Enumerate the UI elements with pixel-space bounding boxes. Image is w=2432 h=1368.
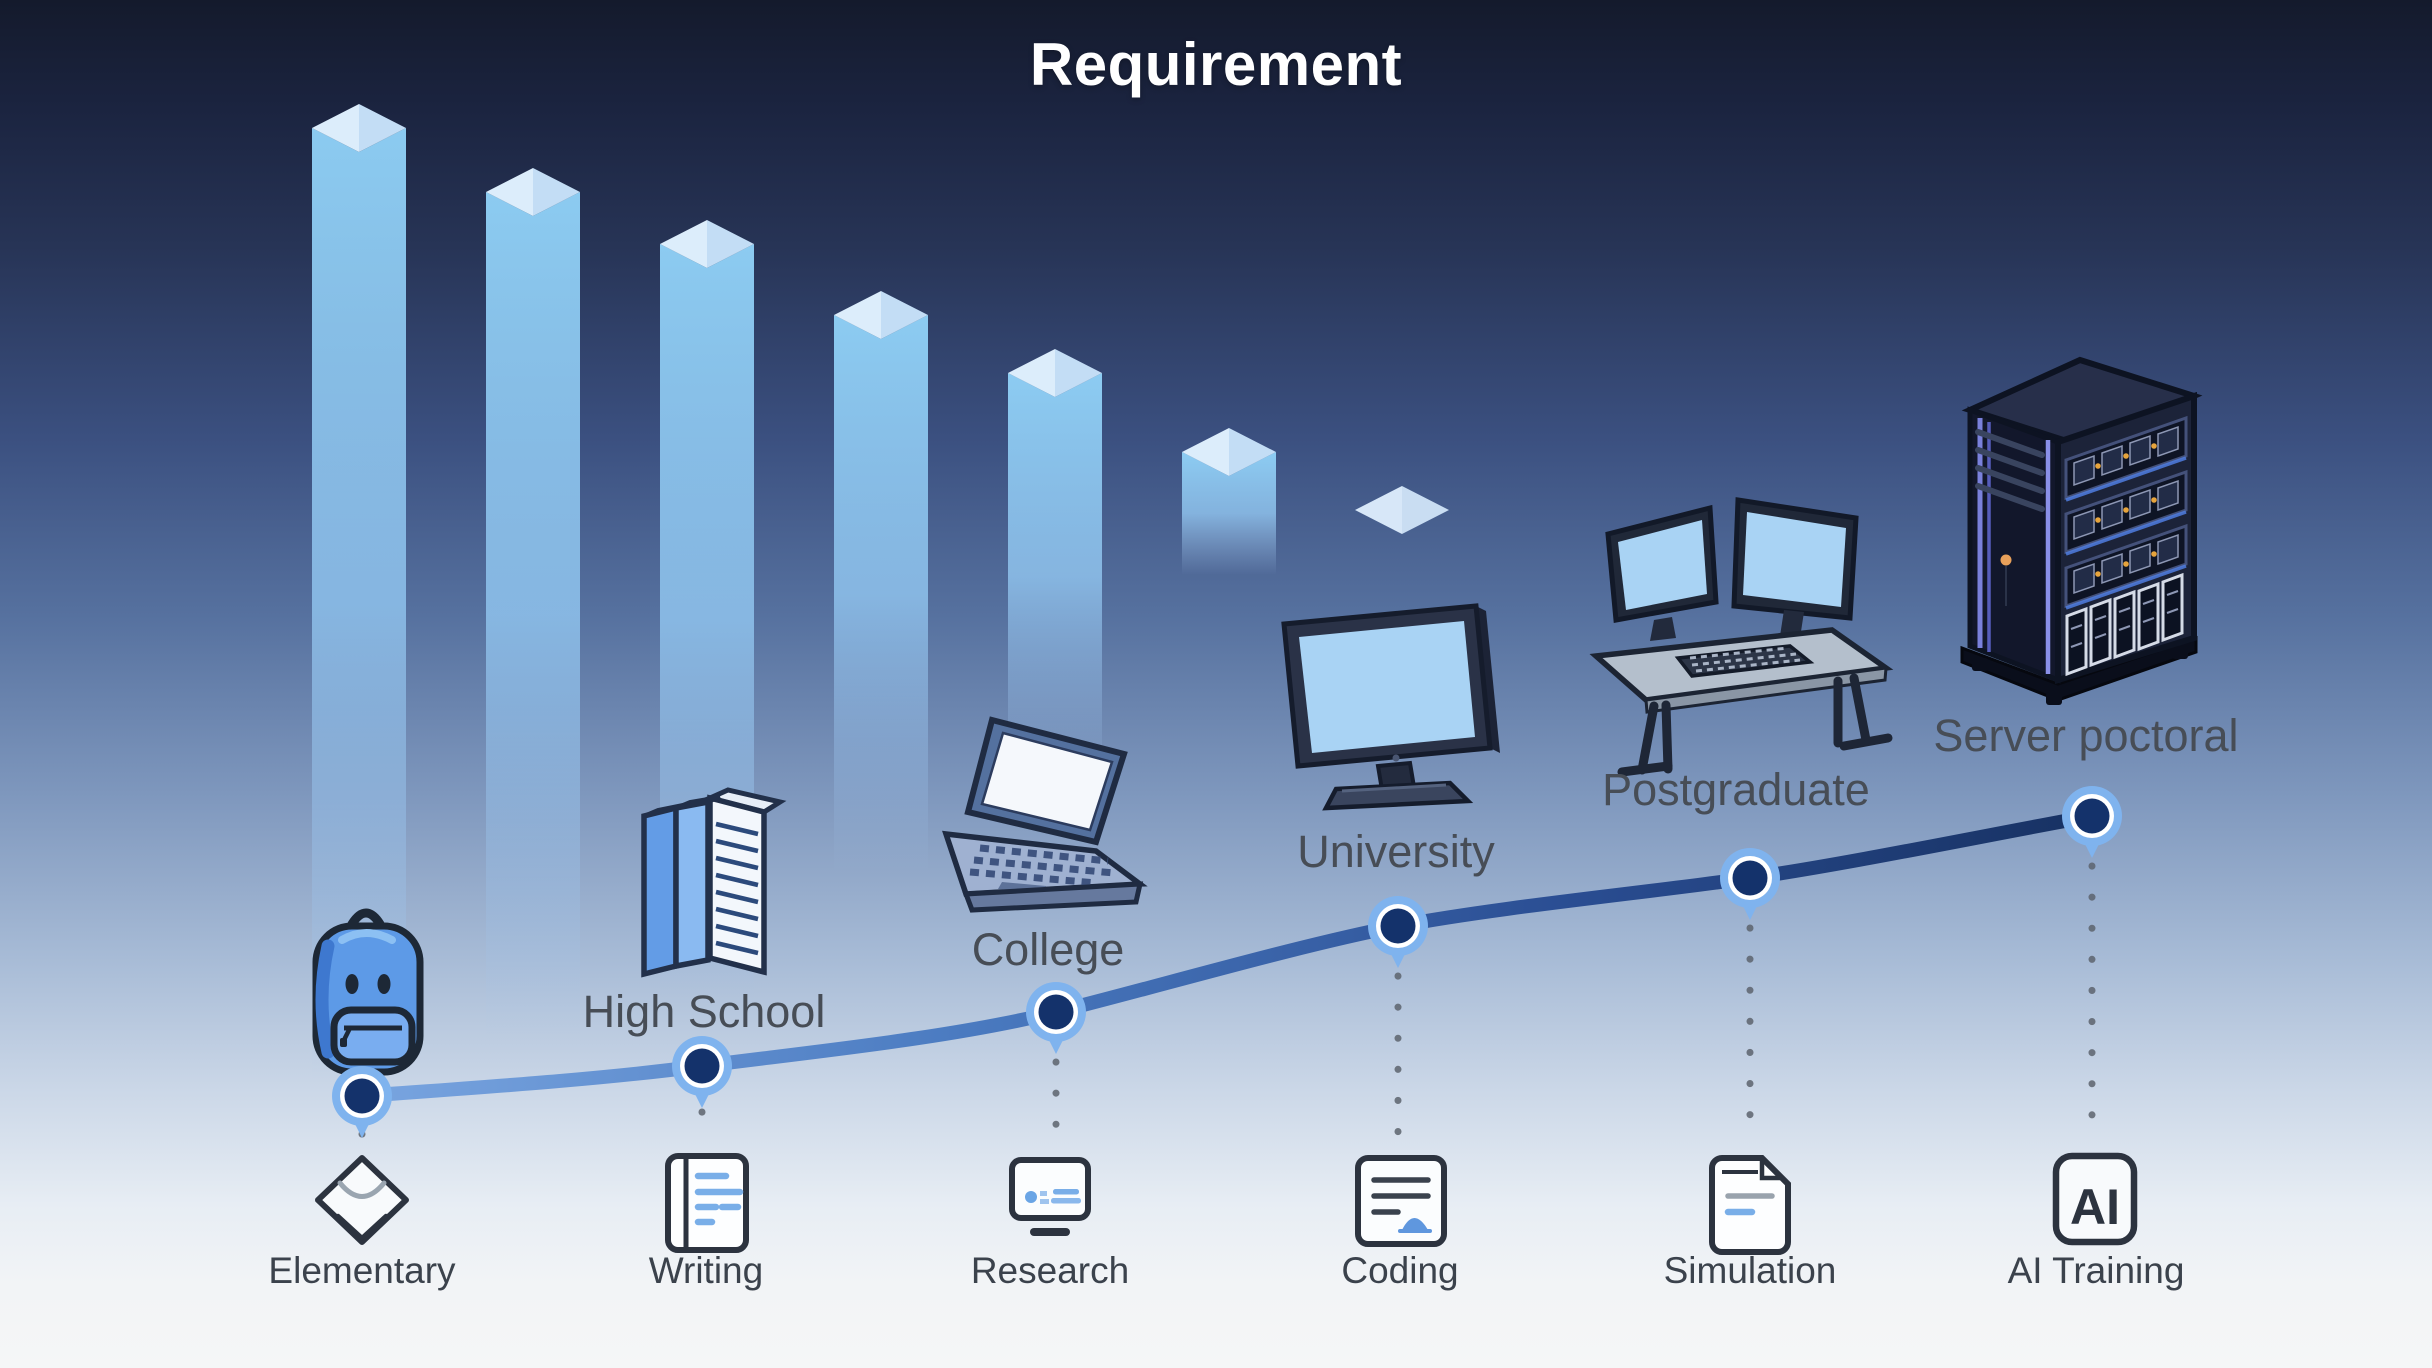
simulation-file-icon: [1709, 1155, 1791, 1255]
server-rack-icon: [1960, 356, 2203, 705]
stage-name-high-school: High School: [582, 986, 826, 1037]
laptop-icon: [942, 716, 1148, 913]
desktop-monitor-icon: [1281, 603, 1500, 811]
task-label-ai-training: AI Training: [2007, 1250, 2185, 1291]
timeline-dots: [332, 786, 2122, 1138]
stage-name-doctoral: Server poctoral: [1933, 710, 2239, 761]
dot-postgraduate: [1720, 848, 1780, 920]
task-label-writing: Writing: [648, 1250, 764, 1291]
dot-high-school: [672, 1036, 732, 1108]
bar-4: [834, 291, 928, 875]
research-monitor-icon: [1009, 1157, 1091, 1236]
stage-name-university: University: [1297, 826, 1495, 877]
backpack-icon: [312, 908, 424, 1076]
dot-elementary: [332, 1066, 392, 1138]
dual-monitor-workstation-icon: [1589, 497, 1894, 777]
coding-document-icon: [1355, 1155, 1447, 1247]
task-label-coding: Coding: [1341, 1250, 1459, 1291]
ai-badge-text: AI: [2070, 1179, 2120, 1235]
page-title: Requirement: [1029, 31, 1403, 98]
stage-name-postgraduate: Postgraduate: [1602, 764, 1870, 815]
notebook-icon: [665, 1153, 749, 1253]
task-label-simulation: Simulation: [1663, 1250, 1837, 1291]
dot-college: [1026, 982, 1086, 1054]
dot-doctoral: [2062, 786, 2122, 858]
bar-5: [1008, 349, 1102, 780]
bar-7-diamond: [1355, 486, 1449, 534]
bar-2: [486, 168, 580, 1040]
timeline-curve: [355, 809, 2099, 1103]
task-label-elementary: Elementary: [268, 1250, 456, 1291]
dot-university: [1368, 896, 1428, 968]
bar-6: [1182, 428, 1276, 575]
task-icons: AI: [315, 1152, 2138, 1255]
requirement-bars: [312, 104, 1449, 1080]
ai-badge-icon: AI: [2052, 1152, 2138, 1246]
task-label-research: Research: [970, 1250, 1130, 1291]
books-icon: [641, 787, 787, 978]
stage-name-college: College: [971, 924, 1125, 975]
bar-1: [312, 104, 406, 1080]
diamond-layers-icon: [315, 1155, 409, 1245]
